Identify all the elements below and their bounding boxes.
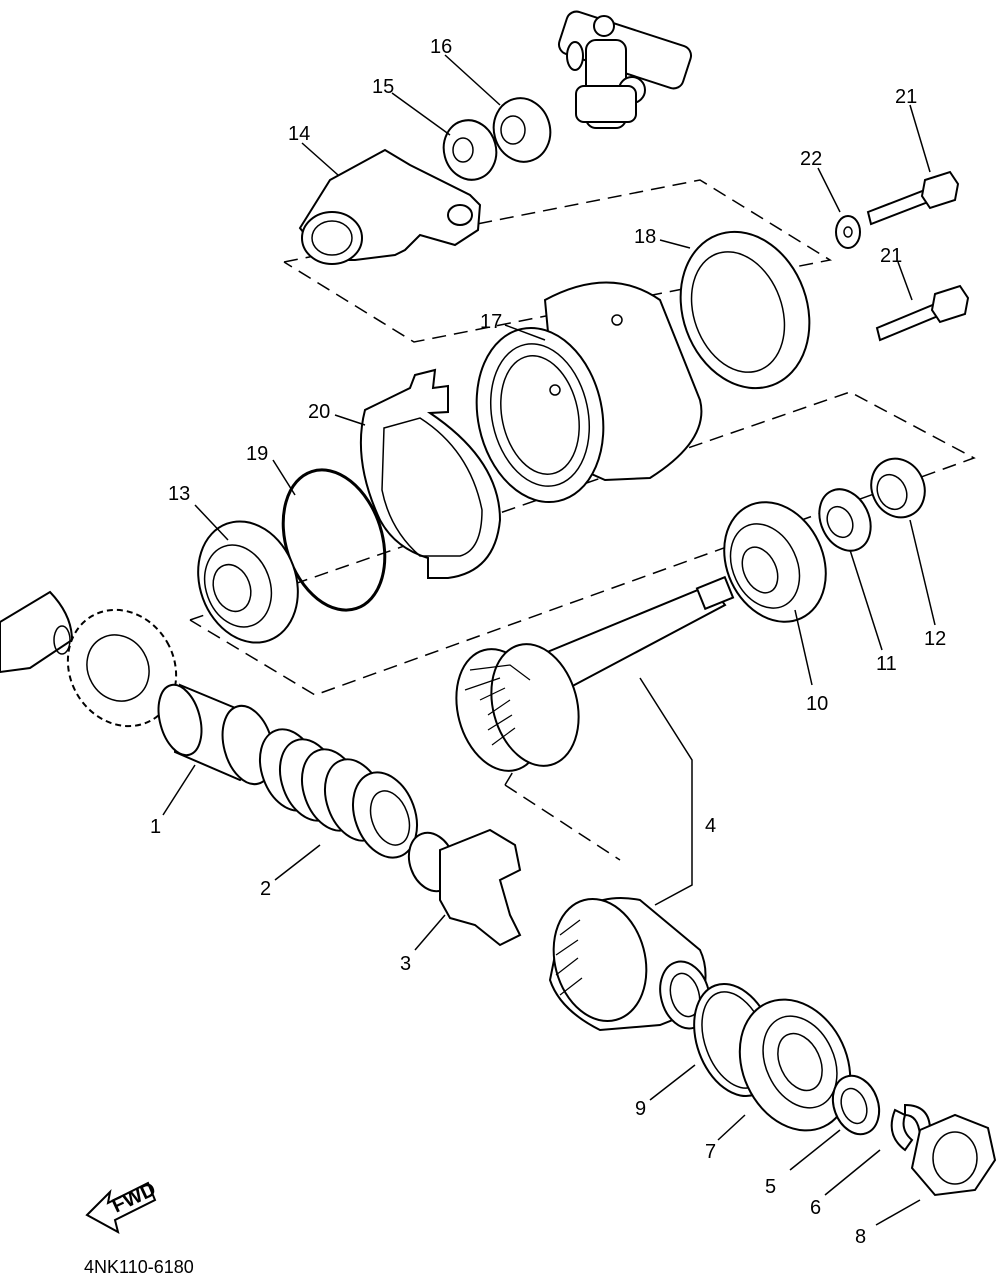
washer-5 (831, 1074, 881, 1136)
callout-10: 10 (806, 693, 828, 715)
yoke (298, 148, 482, 265)
callout-12: 12 (924, 628, 946, 650)
callout-11: 11 (876, 653, 897, 675)
collar-12 (870, 457, 926, 519)
bearing-7 (738, 998, 852, 1132)
callout-19: 19 (246, 443, 268, 465)
forward-arrow-icon: FWD (85, 1178, 160, 1234)
group-outline-gear-link (504, 759, 621, 861)
group-outline-upper (283, 179, 833, 343)
washer-22 (835, 215, 861, 249)
callout-1: 1 (150, 816, 161, 838)
bushing-1 (157, 683, 275, 786)
callout-22: 22 (800, 148, 822, 170)
part-code-caption: 4NK110-6180 (84, 1257, 194, 1277)
shaft-stub (0, 590, 74, 674)
ring-gear (548, 897, 711, 1032)
forward-arrow-label: FWD (109, 1178, 160, 1217)
washer-11 (818, 488, 872, 552)
bearing-10 (723, 501, 827, 623)
bolt-21-lower (875, 284, 970, 342)
callout-3: 3 (400, 953, 411, 975)
bearing-13 (197, 520, 299, 644)
callout-6: 6 (810, 1197, 821, 1219)
callout-7: 7 (705, 1141, 716, 1163)
leader-lines (162, 54, 936, 1226)
callout-labels: 1 2 3 4 5 6 7 8 9 10 11 12 13 14 15 16 1… (150, 36, 946, 1248)
spring-2 (259, 728, 418, 859)
callout-8: 8 (855, 1226, 866, 1248)
callout-9: 9 (635, 1098, 646, 1120)
washer-15 (442, 119, 498, 181)
bearing-left (66, 608, 178, 728)
callout-4: 4 (705, 815, 716, 837)
callout-20: 20 (308, 401, 330, 423)
ring-18 (679, 230, 811, 390)
nut-8 (910, 1113, 997, 1197)
bolt-21-upper (866, 170, 960, 226)
callout-2: 2 (260, 878, 271, 900)
callout-21a: 21 (895, 86, 917, 108)
callout-13: 13 (168, 483, 190, 505)
callout-16: 16 (430, 36, 452, 58)
plate-20 (359, 368, 502, 579)
callout-5: 5 (765, 1176, 776, 1198)
callout-14: 14 (288, 123, 310, 145)
callout-17: 17 (480, 311, 502, 333)
cam-3 (407, 828, 522, 947)
universal-joint (557, 10, 693, 129)
nut-16 (492, 97, 552, 163)
callout-15: 15 (372, 76, 394, 98)
drive-shaft-4 (455, 575, 735, 772)
callout-21b: 21 (880, 245, 902, 267)
housing-17 (475, 281, 703, 504)
callout-18: 18 (634, 226, 656, 248)
